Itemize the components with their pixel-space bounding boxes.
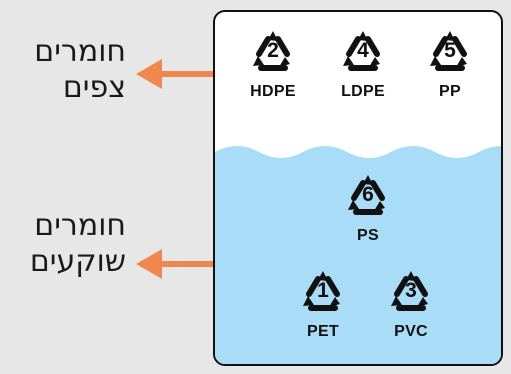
resin-code-number: 4 bbox=[357, 39, 369, 62]
recycle-triangle-icon bbox=[348, 175, 385, 215]
resin-code-number: 3 bbox=[405, 279, 417, 302]
resin-code-number: 6 bbox=[362, 183, 374, 206]
plastic-type-label: PP bbox=[439, 83, 461, 100]
plastic-type-label: HDPE bbox=[250, 83, 296, 100]
recycle-symbol-pet: 1 PET bbox=[293, 266, 353, 341]
plastic-type-label: PS bbox=[357, 227, 379, 244]
recycle-symbol-ps: 6 PS bbox=[338, 170, 398, 245]
recycle-symbol-hdpe: 2 HDPE bbox=[243, 26, 303, 101]
recycle-symbol-pvc: 3 PVC bbox=[381, 266, 441, 341]
floating-label-line-1: חומרים bbox=[34, 34, 126, 69]
sinking-label-line-1: חומרים bbox=[34, 208, 126, 243]
resin-code-number: 2 bbox=[267, 39, 279, 62]
plastic-type-label: LDPE bbox=[341, 83, 385, 100]
water-area bbox=[215, 146, 501, 364]
sinking-materials-label: חומרים שוקעים bbox=[6, 208, 126, 280]
recycle-triangle-icon bbox=[391, 271, 428, 311]
floating-label-line-2: צפים bbox=[62, 70, 126, 105]
plastic-type-label: PVC bbox=[394, 323, 428, 340]
recycle-symbol-pp: 5 PP bbox=[420, 26, 480, 101]
floating-materials-label: חומרים צפים bbox=[6, 34, 126, 106]
recycle-triangle-icon bbox=[303, 271, 340, 311]
resin-code-number: 1 bbox=[317, 279, 329, 302]
sinking-label-line-2: שוקעים bbox=[29, 244, 126, 279]
recycle-symbol-ldpe: 4 LDPE bbox=[333, 26, 393, 101]
water-container: 2 HDPE 4 LDPE 5 PP bbox=[213, 10, 503, 366]
resin-code-number: 5 bbox=[444, 39, 456, 62]
plastic-type-label: PET bbox=[306, 323, 340, 340]
recycle-triangle-icon bbox=[343, 31, 380, 71]
recycle-triangle-icon bbox=[253, 31, 290, 71]
recycle-triangle-icon bbox=[430, 31, 467, 71]
